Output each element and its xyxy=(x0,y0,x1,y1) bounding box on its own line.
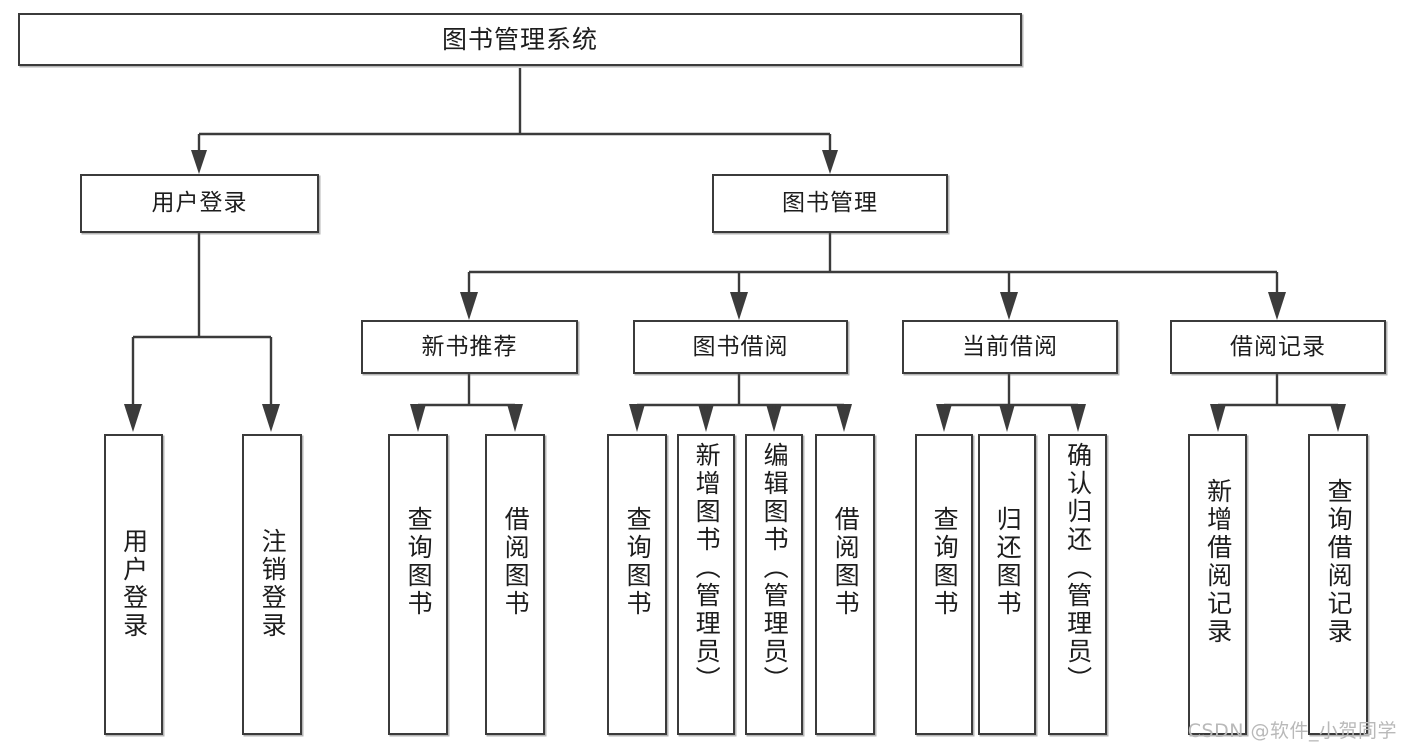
node-leaf-add-book-admin[interactable]: 新增图书（管理员） xyxy=(677,434,735,735)
arrow-current-leaf-2 xyxy=(999,404,1015,432)
node-current-borrow[interactable]: 当前借阅 xyxy=(902,320,1118,374)
arrow-newbook-leaf-1 xyxy=(410,404,426,432)
arrow-current-leaf-1 xyxy=(936,404,952,432)
node-leaf-borrow-book-1-label: 借阅图书 xyxy=(501,506,531,618)
arrow-root-to-bookmgmt xyxy=(822,150,838,174)
node-leaf-query-book-2[interactable]: 查询图书 xyxy=(607,434,667,735)
node-leaf-add-borrow-record[interactable]: 新增借阅记录 xyxy=(1188,434,1247,735)
arrow-record-leaf-1 xyxy=(1210,404,1226,432)
node-leaf-edit-book-admin[interactable]: 编辑图书（管理员） xyxy=(745,434,803,735)
node-leaf-borrow-book-1[interactable]: 借阅图书 xyxy=(485,434,545,735)
node-leaf-logout-label: 注销登录 xyxy=(258,528,288,640)
node-leaf-query-borrow-record-label: 查询借阅记录 xyxy=(1324,478,1354,646)
node-root-system-label: 图书管理系统 xyxy=(441,25,598,54)
node-new-book-recommend-label: 新书推荐 xyxy=(421,333,518,360)
arrow-newbook-leaf-2 xyxy=(507,404,523,432)
node-leaf-borrow-book-2[interactable]: 借阅图书 xyxy=(815,434,875,735)
node-user-login[interactable]: 用户登录 xyxy=(80,174,319,233)
node-leaf-borrow-book-2-label: 借阅图书 xyxy=(831,506,861,618)
node-book-borrow[interactable]: 图书借阅 xyxy=(633,320,848,374)
node-leaf-user-login[interactable]: 用户登录 xyxy=(104,434,163,735)
arrow-current-leaf-3 xyxy=(1070,404,1086,432)
node-leaf-confirm-return-admin-label: 确认归还（管理员） xyxy=(1063,442,1093,694)
arrow-record-leaf-2 xyxy=(1330,404,1346,432)
arrow-borrow-leaf-1 xyxy=(629,404,645,432)
node-leaf-confirm-return-admin[interactable]: 确认归还（管理员） xyxy=(1048,434,1107,735)
node-leaf-user-login-label: 用户登录 xyxy=(119,528,149,640)
node-leaf-edit-book-admin-label: 编辑图书（管理员） xyxy=(760,442,790,694)
node-book-management-label: 图书管理 xyxy=(782,190,878,216)
node-leaf-query-book-1[interactable]: 查询图书 xyxy=(388,434,448,735)
arrow-bookmgmt-mod-2 xyxy=(730,292,748,320)
node-book-borrow-label: 图书借阅 xyxy=(692,333,789,360)
node-leaf-logout[interactable]: 注销登录 xyxy=(242,434,302,735)
node-root-system[interactable]: 图书管理系统 xyxy=(18,13,1022,66)
node-leaf-add-book-admin-label: 新增图书（管理员） xyxy=(692,442,722,694)
node-borrow-record[interactable]: 借阅记录 xyxy=(1170,320,1386,374)
node-new-book-recommend[interactable]: 新书推荐 xyxy=(361,320,578,374)
node-current-borrow-label: 当前借阅 xyxy=(962,333,1058,360)
node-leaf-return-book[interactable]: 归还图书 xyxy=(978,434,1036,735)
arrow-userlogin-leaf-2 xyxy=(262,404,280,432)
arrow-borrow-leaf-4 xyxy=(836,404,852,432)
arrow-borrow-leaf-3 xyxy=(766,404,782,432)
node-leaf-query-book-3[interactable]: 查询图书 xyxy=(915,434,973,735)
arrow-root-to-userlogin xyxy=(191,150,207,174)
node-book-management[interactable]: 图书管理 xyxy=(712,174,948,233)
node-leaf-query-book-2-label: 查询图书 xyxy=(623,506,653,618)
node-leaf-add-borrow-record-label: 新增借阅记录 xyxy=(1203,478,1233,646)
csdn-watermark: CSDN @软件_小贺同学 xyxy=(1187,720,1397,742)
arrow-bookmgmt-mod-1 xyxy=(460,292,478,320)
node-leaf-query-book-1-label: 查询图书 xyxy=(404,506,434,618)
arrow-borrow-leaf-2 xyxy=(698,404,714,432)
node-leaf-query-book-3-label: 查询图书 xyxy=(930,506,960,618)
arrow-userlogin-leaf-1 xyxy=(124,404,142,432)
node-leaf-return-book-label: 归还图书 xyxy=(993,506,1023,618)
arrow-bookmgmt-mod-3 xyxy=(1000,292,1018,320)
node-borrow-record-label: 借阅记录 xyxy=(1230,333,1326,360)
node-user-login-label: 用户登录 xyxy=(151,190,248,216)
node-leaf-query-borrow-record[interactable]: 查询借阅记录 xyxy=(1308,434,1368,735)
arrow-bookmgmt-mod-4 xyxy=(1268,292,1286,320)
